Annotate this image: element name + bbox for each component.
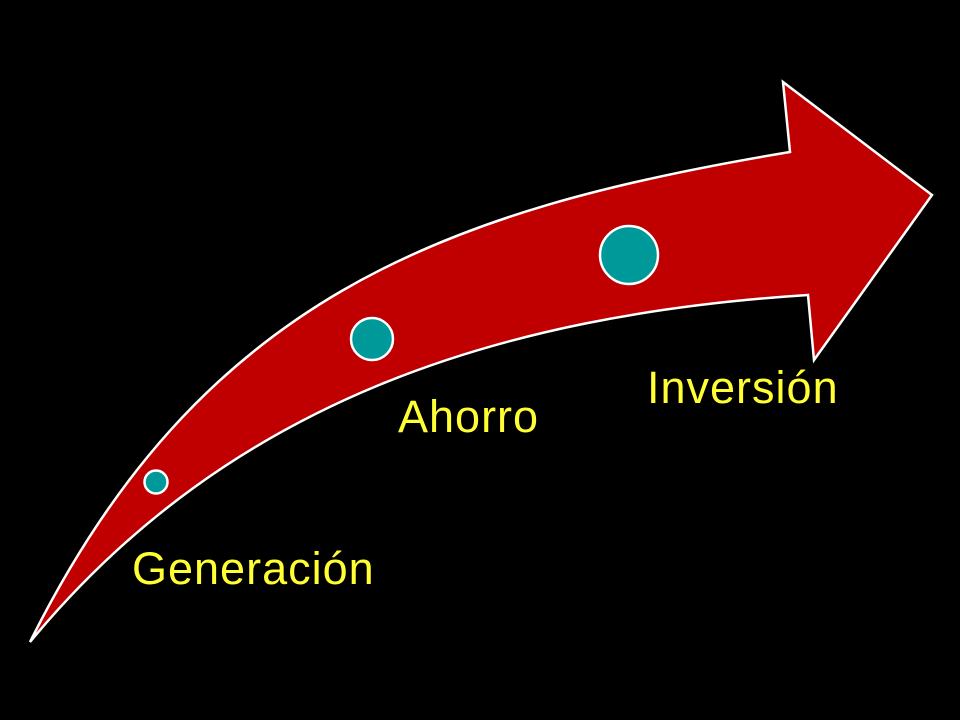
stage-node-generacion (143, 469, 169, 495)
stage-node-ahorro (349, 316, 395, 362)
stage-label-ahorro: Ahorro (398, 391, 539, 442)
stage-label-inversion: Inversión (647, 362, 839, 413)
stage-node-inversion (598, 224, 660, 286)
stage-label-generacion: Generación (132, 543, 375, 594)
curved-growth-arrow (28, 79, 934, 643)
